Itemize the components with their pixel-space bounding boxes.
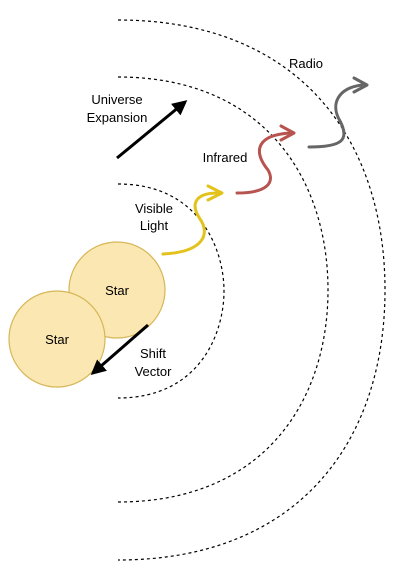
label-shift-2: Vector [135,364,173,379]
label-universe-2: Expansion [87,110,148,125]
wavefront-middle [117,76,329,503]
wavefront-outer [117,19,386,561]
label-visible-2: Light [140,218,169,233]
visible-light-wave [161,184,224,256]
label-visible-1: Visible [135,201,173,216]
label-universe-1: Universe [91,92,142,107]
star-back-label: Star [105,283,130,298]
label-infrared: Infrared [203,150,248,165]
shift-vector-arrow [90,323,149,375]
label-radio: Radio [289,56,323,71]
universe-expansion-arrow [116,100,188,160]
infrared-wave [235,124,296,195]
radio-wave [307,76,369,149]
star-front: Star [8,290,106,388]
label-shift-1: Shift [140,346,166,361]
wavefront-inner [117,183,225,399]
star-front-label: Star [45,332,70,347]
